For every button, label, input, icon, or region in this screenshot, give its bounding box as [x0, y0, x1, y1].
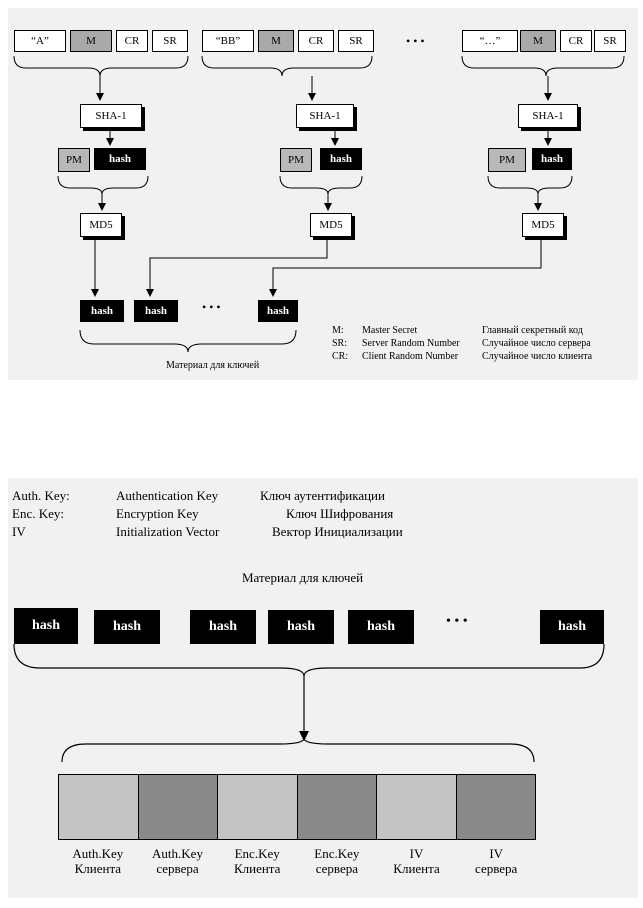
hash-box: hash [320, 148, 362, 170]
legend-en: Master Secret [362, 325, 418, 336]
key-label-line2: сервера [315, 861, 358, 876]
md5-box: MD5 [310, 213, 352, 237]
legend-abbr: SR: [332, 338, 348, 349]
key-label-line2: Клиента [74, 861, 122, 876]
key-label-line1: Auth.Key [152, 846, 203, 861]
key-blocks-bar [58, 774, 536, 840]
master-secret-box: M [258, 30, 294, 52]
legend-abbr: CR: [332, 351, 349, 362]
output-hash-box: hash [134, 300, 178, 322]
sha1-box: SHA-1 [296, 104, 354, 128]
legend-ru: Случайное число клиента [482, 351, 593, 362]
enc-key-server-block [297, 775, 377, 839]
legend-ru: Главный секретный код [482, 325, 583, 336]
legend-abbr: M: [332, 325, 344, 336]
groups-ellipsis: • • • [406, 34, 425, 48]
input-label-bb-box: “BB” [202, 30, 254, 52]
legend-abbr: IV [12, 524, 26, 539]
client-random-box: CR [116, 30, 148, 52]
pm-box: PM [280, 148, 312, 172]
master-secret-box: M [520, 30, 556, 52]
key-label-line2: Клиента [233, 861, 281, 876]
iv-client-block [377, 775, 457, 839]
key-label-line2: сервера [156, 861, 199, 876]
hash-block: hash [190, 610, 256, 644]
server-random-box: SR [338, 30, 374, 52]
legend-en: Authentication Key [116, 488, 219, 503]
client-random-box: CR [560, 30, 592, 52]
sha1-box: SHA-1 [518, 104, 578, 128]
legend-en: Client Random Number [362, 351, 459, 362]
md5-box: MD5 [522, 213, 564, 237]
hash-block: hash [14, 608, 78, 644]
legend-ru: Ключ аутентификации [260, 488, 385, 503]
key-label-line1: IV [489, 846, 504, 861]
key-label-line2: Клиента [393, 861, 440, 876]
server-random-box: SR [152, 30, 188, 52]
legend-ru: Ключ Шифрования [286, 506, 394, 521]
hash-block: hash [94, 610, 160, 644]
legend-ru: Случайное число сервера [482, 338, 591, 349]
output-hash-box: hash [80, 300, 124, 322]
hash-block: hash [540, 610, 604, 644]
key-label-line1: Enc.Key [314, 846, 360, 861]
key-label-line1: IV [409, 846, 424, 861]
client-random-box: CR [298, 30, 334, 52]
hash-block: hash [268, 610, 334, 644]
legend-abbr: Auth. Key: [12, 488, 70, 503]
auth-key-server-block [138, 775, 218, 839]
auth-key-client-block [59, 775, 139, 839]
legend-ru: Вектор Инициализации [272, 524, 403, 539]
sha1-box: SHA-1 [80, 104, 142, 128]
enc-key-client-block [218, 775, 298, 839]
server-random-box: SR [594, 30, 626, 52]
input-label-ellipsis-box: “…” [462, 30, 518, 52]
iv-server-block [456, 775, 535, 839]
md5-box: MD5 [80, 213, 122, 237]
pm-box: PM [488, 148, 526, 172]
pm-box: PM [58, 148, 90, 172]
key-label-line2: сервера [475, 861, 518, 876]
input-label-a-box: “A” [14, 30, 66, 52]
legend-en: Initialization Vector [116, 524, 220, 539]
hash-box: hash [94, 148, 146, 170]
top-diagram-connectors [13, 55, 625, 353]
hash-block: hash [348, 610, 414, 644]
outputs-ellipsis: • • • [202, 300, 221, 314]
hash-box: hash [532, 148, 572, 170]
key-material-label: Материал для ключей [242, 570, 364, 585]
legend-en: Encryption Key [116, 506, 199, 521]
key-label-line1: Auth.Key [72, 846, 124, 861]
output-hash-box: hash [258, 300, 298, 322]
key-material-label: Материал для ключей [166, 360, 260, 371]
master-secret-box: M [70, 30, 112, 52]
key-label-line1: Enc.Key [234, 846, 280, 861]
legend-en: Server Random Number [362, 338, 460, 349]
legend-abbr: Enc. Key: [12, 506, 64, 521]
hashes-ellipsis: • • • [446, 614, 468, 629]
